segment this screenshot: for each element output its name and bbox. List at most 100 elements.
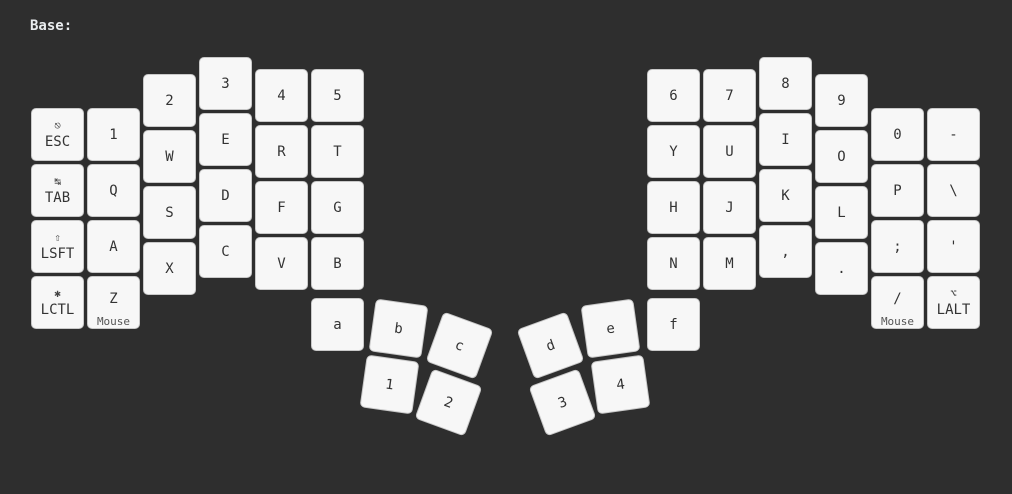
key-tap-label: d <box>543 336 558 355</box>
key-hold-label: Mouse <box>96 315 131 328</box>
key-r23: / Mouse <box>871 276 924 329</box>
key-tap-label: 9 <box>837 92 846 109</box>
key-l10: E <box>199 113 252 166</box>
key-symbol-icon: ⌥ <box>950 287 957 300</box>
key-r22: . <box>815 242 868 295</box>
key-tap-label: J <box>725 199 734 216</box>
key-tap-label: X <box>165 260 174 277</box>
key-tap-label: F <box>277 199 286 216</box>
key-tap-label: 2 <box>165 92 174 109</box>
key-tap-label: 1 <box>109 126 118 143</box>
key-r20: M <box>703 237 756 290</box>
key-r13: H <box>647 181 700 234</box>
key-r7: Y <box>647 125 700 178</box>
key-l14: A <box>87 220 140 273</box>
key-tap-label: Y <box>669 143 678 160</box>
key-r3: 8 <box>759 57 812 110</box>
key-tap-label: K <box>781 187 790 204</box>
key-tap-label: . <box>837 260 846 277</box>
key-tap-label: S <box>165 204 174 221</box>
key-symbol-icon: ✱ <box>54 287 61 300</box>
key-tap-label: LSFT <box>40 246 75 262</box>
key-tap-label: ESC <box>44 134 71 150</box>
key-tap-label: 0 <box>893 126 902 143</box>
key-r17: ; <box>871 220 924 273</box>
key-tap-label: b <box>393 319 404 338</box>
key-tap-label: Z <box>109 290 118 307</box>
key-tap-label: \ <box>949 182 958 199</box>
key-l22: C <box>199 225 252 278</box>
key-tap-label: Q <box>109 182 118 199</box>
key-r4: 9 <box>815 74 868 127</box>
key-l24: B <box>311 237 364 290</box>
key-tap-label: 4 <box>277 87 286 104</box>
key-tap-label: TAB <box>44 190 71 206</box>
key-tap-label: 3 <box>555 393 570 412</box>
key-r1: 6 <box>647 69 700 122</box>
key-tap-label: 5 <box>333 87 342 104</box>
key-r14: J <box>703 181 756 234</box>
key-lt5: 2 <box>414 368 483 437</box>
key-r19: N <box>647 237 700 290</box>
key-tap-label: M <box>725 255 734 272</box>
key-tap-label: LALT <box>936 302 971 318</box>
key-r2: 7 <box>703 69 756 122</box>
key-r15: K <box>759 169 812 222</box>
key-l5: 4 <box>255 69 308 122</box>
key-l1: ⎋ ESC <box>31 108 84 161</box>
key-tap-label: R <box>277 143 286 160</box>
key-tap-label: T <box>333 143 342 160</box>
key-tap-label: V <box>277 255 286 272</box>
key-tap-label: I <box>781 131 790 148</box>
key-tap-label: 1 <box>384 375 395 394</box>
key-tap-label: ' <box>949 238 958 255</box>
key-tap-label: O <box>837 148 846 165</box>
key-tap-label: B <box>333 255 342 272</box>
key-tap-label: 8 <box>781 75 790 92</box>
key-tap-label: H <box>669 199 678 216</box>
key-r18: ' <box>927 220 980 273</box>
key-l17: F <box>255 181 308 234</box>
key-r9: I <box>759 113 812 166</box>
key-l18: G <box>311 181 364 234</box>
key-rt2: e <box>580 298 641 359</box>
key-l16: D <box>199 169 252 222</box>
key-tap-label: - <box>949 126 958 143</box>
key-tap-label: 6 <box>669 87 678 104</box>
key-tap-label: c <box>452 336 467 355</box>
key-tap-label: / <box>893 290 902 307</box>
key-tap-label: 7 <box>725 87 734 104</box>
key-l8: Q <box>87 164 140 217</box>
key-l19: ✱LCTL <box>31 276 84 329</box>
key-tap-label: 4 <box>615 375 626 394</box>
key-r16: L <box>815 186 868 239</box>
key-tap-label: a <box>333 316 342 333</box>
key-symbol-icon: ⎋ <box>54 119 61 132</box>
key-tap-label: D <box>221 187 230 204</box>
key-tap-label: P <box>893 182 902 199</box>
key-tap-label: A <box>109 238 118 255</box>
key-l20: Z Mouse <box>87 276 140 329</box>
key-tap-label: W <box>165 148 174 165</box>
key-tap-label: , <box>781 243 790 260</box>
key-tap-label: f <box>669 316 678 333</box>
key-rt4: 3 <box>528 368 597 437</box>
key-l21: X <box>143 242 196 295</box>
key-l3: 2 <box>143 74 196 127</box>
key-lt1: a <box>311 298 364 351</box>
key-l12: T <box>311 125 364 178</box>
key-r5: 0 <box>871 108 924 161</box>
key-tap-label: E <box>221 131 230 148</box>
key-tap-label: e <box>605 319 616 338</box>
key-r21: , <box>759 225 812 278</box>
key-symbol-icon: ⇧ <box>54 231 61 244</box>
key-r24: ⌥ LALT <box>927 276 980 329</box>
key-lt4: 1 <box>359 354 420 415</box>
key-l7: ↹TAB <box>31 164 84 217</box>
key-r12: \ <box>927 164 980 217</box>
key-r10: O <box>815 130 868 183</box>
key-rt3: f <box>647 298 700 351</box>
key-hold-label: Mouse <box>880 315 915 328</box>
key-l9: W <box>143 130 196 183</box>
